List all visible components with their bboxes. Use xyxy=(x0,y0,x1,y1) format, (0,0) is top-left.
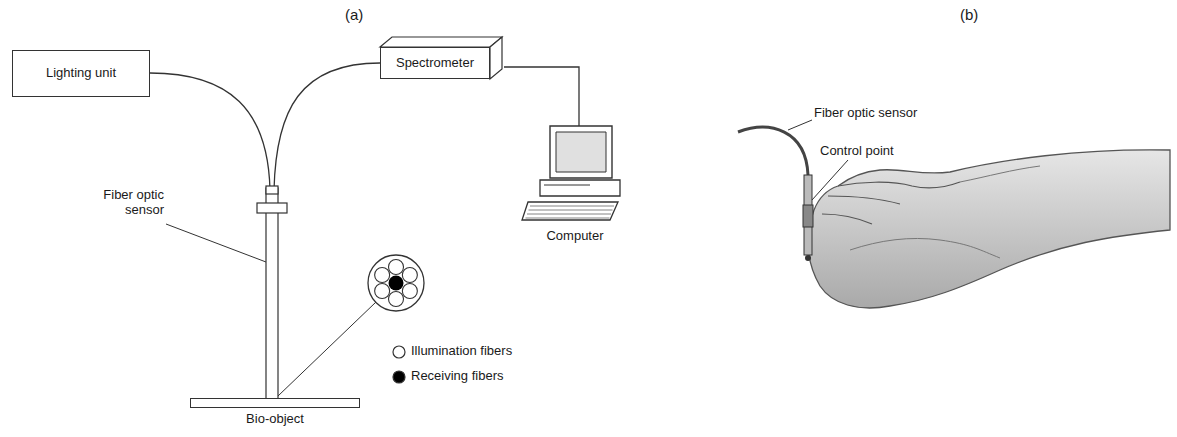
leader-line xyxy=(812,160,848,200)
device-box: Spectrometer xyxy=(380,47,490,79)
part-label: Control point xyxy=(820,144,894,159)
legend-sample-white xyxy=(393,346,405,358)
node-text: Lighting unit xyxy=(46,66,116,81)
part-label: Fiber optic sensor xyxy=(814,106,917,121)
box-side-face xyxy=(490,37,502,79)
node-text: Spectrometer xyxy=(396,56,474,71)
leader-line xyxy=(788,120,812,130)
box-top-face xyxy=(380,37,502,47)
panel-letter: (a) xyxy=(345,6,363,23)
fiber-bundle xyxy=(375,260,418,307)
plate-bar xyxy=(190,398,360,408)
legend-text: Receiving fibers xyxy=(411,369,504,384)
control-point-dot xyxy=(805,255,811,261)
node-text: Computer xyxy=(546,229,603,244)
illumination-fiber-section xyxy=(389,260,404,275)
sensor-collar xyxy=(803,205,813,227)
illumination-fiber-section xyxy=(375,268,390,283)
illumination-fiber-section xyxy=(375,284,390,299)
sensor-cap xyxy=(266,186,278,194)
illumination-fiber xyxy=(150,73,270,190)
finger-line xyxy=(828,196,900,204)
palm-line xyxy=(850,238,1000,258)
receiving-fiber xyxy=(274,63,380,190)
sensor-probe xyxy=(804,175,812,255)
node-text: Bio-object xyxy=(190,412,360,427)
finger-line xyxy=(822,214,872,224)
sensor-cable xyxy=(738,127,808,175)
sensor-tube xyxy=(266,188,278,400)
leader-line xyxy=(166,224,266,262)
part-label: Fiber optic sensor xyxy=(74,188,164,218)
panel-letter: (b) xyxy=(960,6,978,23)
receiving-fiber-section xyxy=(389,276,404,291)
illumination-fiber-section xyxy=(402,268,417,283)
bio-object-plate: Bio-object xyxy=(190,398,360,436)
leader-line xyxy=(278,302,376,396)
computer-icon: Computer xyxy=(520,122,630,244)
arm-hand xyxy=(808,150,1170,308)
computer-drawing xyxy=(520,122,630,222)
sensor-collar xyxy=(257,203,287,213)
fiber-bundle-section xyxy=(368,255,424,311)
illumination-fiber-section xyxy=(402,284,417,299)
illumination-fiber-section xyxy=(389,292,404,307)
finger-line xyxy=(838,182,960,188)
legend-sample-black xyxy=(393,371,405,383)
unit-box: Lighting unit xyxy=(12,50,150,97)
cable-connector xyxy=(504,67,579,126)
legend-text: Illumination fibers xyxy=(411,344,512,359)
thumb-line xyxy=(960,166,1040,182)
